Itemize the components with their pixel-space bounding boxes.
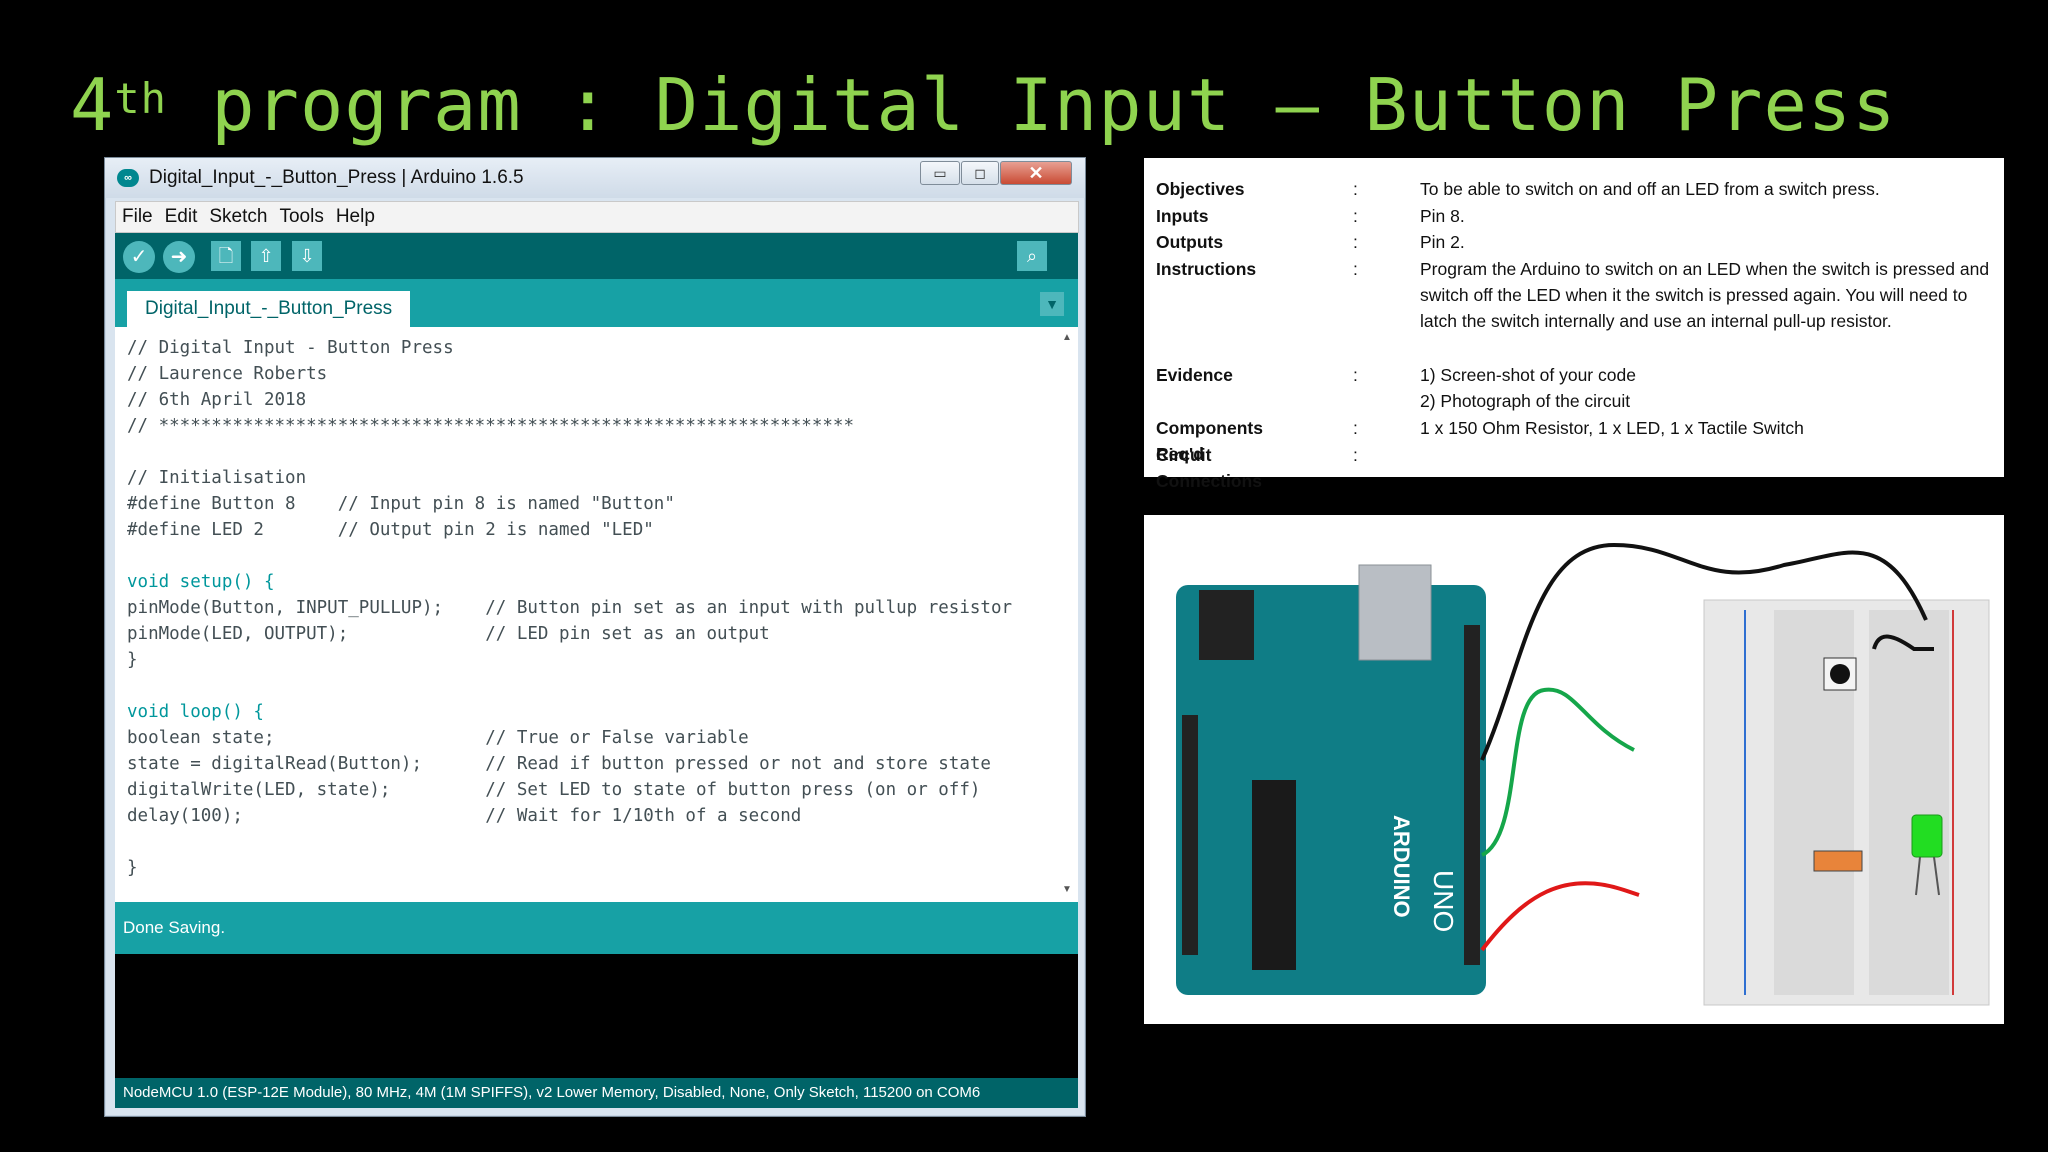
menu-bar: File Edit Sketch Tools Help (115, 201, 1079, 233)
led (1911, 814, 1943, 858)
board-info-bar: NodeMCU 1.0 (ESP-12E Module), 80 MHz, 4M… (115, 1078, 1078, 1108)
digital-header (1464, 625, 1480, 965)
code-text: // Digital Input - Button Press // Laure… (127, 338, 1013, 878)
arduino-ide-window: ∞ Digital_Input_-_Button_Press | Arduino… (104, 157, 1086, 1117)
usb-connector (1358, 564, 1432, 661)
scroll-up-icon[interactable]: ▲ (1062, 332, 1072, 343)
board-info-text: NodeMCU 1.0 (ESP-12E Module), 80 MHz, 4M… (123, 1084, 981, 1101)
minimize-button[interactable]: ▭ (920, 161, 960, 185)
save-icon[interactable]: ⇩ (292, 241, 322, 271)
menu-sketch[interactable]: Sketch (209, 206, 268, 227)
menu-tools[interactable]: Tools (279, 206, 324, 227)
arduino-app-icon: ∞ (117, 169, 139, 187)
menu-file[interactable]: File (122, 206, 153, 227)
wire-red (1480, 881, 1640, 952)
wire-black-switch (1872, 634, 1934, 651)
power-jack (1199, 590, 1254, 660)
breadboard-rail-blue (1744, 610, 1746, 995)
code-editor[interactable]: // Digital Input - Button Press // Laure… (115, 327, 1078, 902)
resistor (1813, 850, 1863, 872)
tab-bar: Digital_Input_-_Button_Press ▼ (115, 279, 1078, 327)
circuit-diagram-svg: ARDUINO UNO (1176, 542, 1990, 1006)
wire-green (1480, 687, 1635, 857)
editor-scrollbar[interactable]: ▲ ▼ (1056, 327, 1078, 902)
status-text: Done Saving. (123, 918, 226, 937)
menu-help[interactable]: Help (335, 206, 375, 227)
maximize-button[interactable]: ◻ (961, 161, 999, 185)
window-title: Digital_Input_-_Button_Press | Arduino 1… (149, 167, 524, 188)
new-icon[interactable]: 🗋 (211, 241, 241, 271)
verify-icon[interactable]: ✓ (123, 241, 155, 273)
open-icon[interactable]: ⇧ (251, 241, 281, 271)
power-header (1182, 715, 1198, 955)
menu-edit[interactable]: Edit (164, 206, 198, 227)
led-leg-2 (1933, 856, 1940, 896)
tab-menu-chevron-down-icon[interactable]: ▼ (1040, 292, 1064, 316)
tactile-switch-button (1830, 664, 1850, 684)
led-leg-1 (1915, 856, 1921, 896)
slide-title: 4th program : Digital Input – Button Pre… (70, 63, 1897, 147)
serial-monitor-icon[interactable]: ⌕ (1017, 241, 1047, 271)
status-bar: Done Saving. (115, 902, 1078, 954)
breadboard-holes-right (1869, 610, 1949, 995)
circuit-diagram: ARDUINO UNO (1144, 515, 2004, 1024)
breadboard-rail-red (1952, 610, 1954, 995)
tab-sketch[interactable]: Digital_Input_-_Button_Press (127, 291, 411, 327)
upload-icon[interactable]: ➜ (163, 241, 195, 273)
window-titlebar[interactable]: ∞ Digital_Input_-_Button_Press | Arduino… (105, 158, 1085, 198)
board-model: UNO (1428, 870, 1459, 932)
board-label: ARDUINO (1389, 815, 1414, 918)
wire-black (1480, 542, 1928, 761)
scroll-down-icon[interactable]: ▼ (1062, 884, 1072, 895)
microcontroller-chip (1252, 780, 1296, 970)
console-output[interactable] (115, 954, 1078, 1078)
toolbar: ✓ ➜ 🗋 ⇧ ⇩ ⌕ (115, 233, 1078, 279)
close-button[interactable]: ✕ (1000, 161, 1072, 185)
task-info-panel: Objectives:To be able to switch on and o… (1144, 158, 2004, 491)
